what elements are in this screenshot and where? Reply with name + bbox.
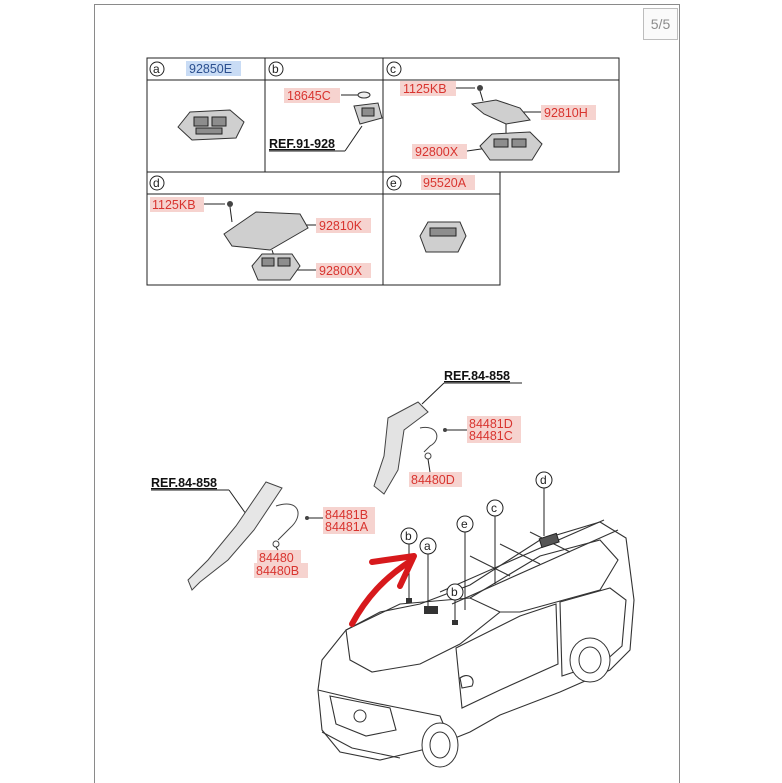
ref-91-928[interactable]: REF.91-928	[269, 137, 335, 151]
ref-upper-84-858[interactable]: REF.84-858	[444, 369, 510, 383]
callout-b-lower: b	[446, 583, 464, 601]
part-92850E[interactable]: 92850E	[189, 62, 232, 76]
ref-left-84-858[interactable]: REF.84-858	[151, 476, 217, 490]
van-illustration	[317, 519, 635, 768]
parts-table	[146, 57, 620, 286]
svg-text:a: a	[424, 539, 431, 553]
part-84481B[interactable]: 84481B	[325, 508, 368, 522]
upper-pillar-trim-icon	[373, 401, 438, 495]
callout-d: d	[535, 471, 553, 489]
side-pillar-trim-icon	[187, 481, 299, 591]
red-arrow-annotation	[349, 553, 417, 627]
cell-c-part-1125KB[interactable]: 1125KB	[403, 82, 447, 96]
cell-c-part-92800X[interactable]: 92800X	[415, 145, 459, 159]
cell-b-letter: b	[272, 62, 279, 76]
room-lamp-icon	[419, 221, 467, 253]
cell-c-header: c	[386, 61, 402, 77]
part-95520A[interactable]: 95520A	[423, 176, 467, 190]
svg-text:b: b	[405, 529, 412, 543]
cell-b-header: b	[268, 61, 284, 77]
page-indicator[interactable]: 5/5	[643, 8, 678, 40]
cell-c-part-92810H[interactable]: 92810H	[544, 106, 588, 120]
cell-d-part-92800X[interactable]: 92800X	[319, 264, 363, 278]
cell-e-header: e	[386, 175, 402, 191]
part-18645C[interactable]: 18645C	[287, 89, 331, 103]
panel-lamp-assembly-icon	[223, 201, 309, 281]
cell-d-letter: d	[153, 176, 160, 190]
svg-text:d: d	[540, 473, 547, 487]
part-84480D[interactable]: 84480D	[411, 473, 455, 487]
svg-text:b: b	[451, 585, 458, 599]
part-84481A[interactable]: 84481A	[325, 520, 369, 534]
callout-b-upper: b	[400, 527, 418, 545]
bulb-socket-icon	[353, 91, 383, 125]
cell-e-letter: e	[390, 176, 397, 190]
callout-e: e	[456, 515, 474, 533]
part-84480B[interactable]: 84480B	[256, 564, 299, 578]
cell-d-header: d	[149, 175, 165, 191]
part-84481C[interactable]: 84481C	[469, 429, 513, 443]
cell-d-part-92810K[interactable]: 92810K	[319, 219, 363, 233]
map-lamp-icon	[177, 109, 245, 141]
part-84481D[interactable]: 84481D	[469, 417, 513, 431]
cell-a-letter: a	[153, 62, 160, 76]
part-84480[interactable]: 84480	[259, 551, 294, 565]
svg-text:c: c	[491, 501, 497, 515]
callout-a: a	[419, 537, 437, 555]
callout-c: c	[486, 499, 504, 517]
bracket-assembly-icon	[470, 85, 543, 161]
cell-a-header: a	[149, 61, 165, 77]
svg-text:e: e	[461, 517, 468, 531]
cell-d-part-1125KB[interactable]: 1125KB	[152, 198, 196, 212]
cell-c-letter: c	[390, 62, 396, 76]
